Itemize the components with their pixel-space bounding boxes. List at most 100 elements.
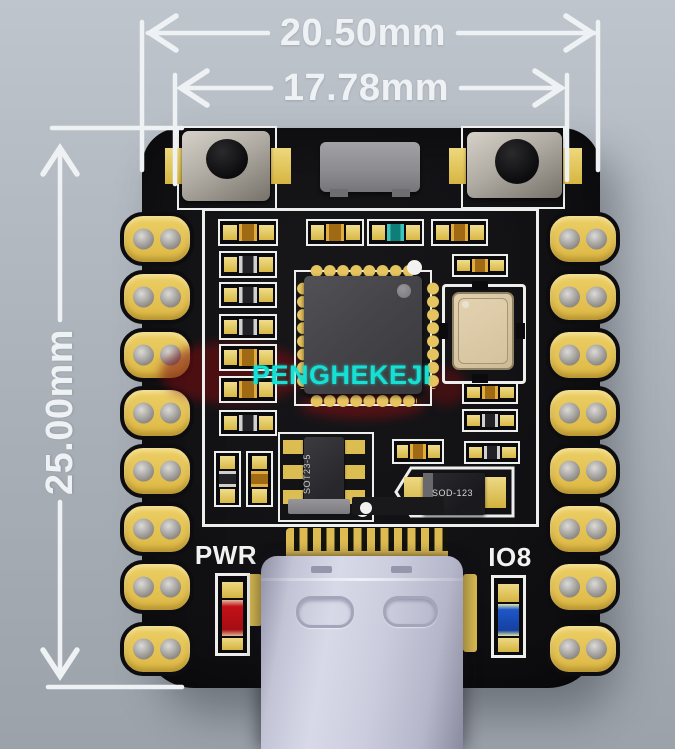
- sot-pad: [283, 440, 303, 454]
- crystal-notch: [516, 323, 525, 339]
- smd-resistor: [462, 409, 518, 432]
- chip-pin1-dimple: [397, 284, 411, 298]
- sot-pad: [345, 440, 365, 454]
- reset-button-cap: [495, 139, 539, 184]
- dimension-label-board-height: 25.00mm: [39, 328, 81, 496]
- smd-capacitor: [246, 451, 273, 507]
- castellated-pad-right: [546, 444, 620, 498]
- usb-side-pad: [463, 574, 477, 652]
- smd-resistor: [219, 314, 277, 340]
- pad-hole: [133, 344, 154, 366]
- pwr-label: PWR: [194, 540, 258, 570]
- usb-bevel: [261, 578, 463, 581]
- castellated-pad-left: [120, 270, 194, 324]
- smd-capacitor: [219, 376, 277, 403]
- sot-pad: [345, 465, 365, 479]
- smd-capacitor: [218, 219, 278, 246]
- top-module-component: [320, 142, 420, 192]
- smd-capacitor: [306, 219, 364, 246]
- chip-pins-top: [310, 264, 417, 278]
- sod-pad: [484, 477, 506, 508]
- pad-hole: [559, 228, 580, 250]
- dimension-label-outer-width: 20.50mm: [279, 12, 447, 54]
- pad-hole: [133, 518, 154, 540]
- boot-button-cap: [206, 139, 248, 179]
- castellated-pad-right: [546, 386, 620, 440]
- crystal-notch: [439, 323, 448, 339]
- smd-resistor: [219, 251, 277, 278]
- chip-pins-bottom: [310, 394, 417, 408]
- smd-resistor: [219, 282, 277, 308]
- pad-hole: [133, 576, 154, 598]
- castellated-pad-right: [546, 328, 620, 382]
- pad-hole: [586, 518, 607, 540]
- power-led-box: [215, 573, 250, 656]
- pad-hole: [160, 402, 181, 424]
- smd-capacitor: [462, 381, 518, 404]
- usb-receptacle-body: [352, 497, 444, 515]
- left-button-pad: [271, 148, 291, 184]
- smd-resistor: [214, 451, 241, 507]
- smd-resistor: [219, 410, 277, 436]
- crystal-lid: [458, 298, 508, 364]
- watermark: PENGHEKEJI: [252, 360, 432, 390]
- pad-hole: [160, 518, 181, 540]
- usb-indent: [296, 596, 354, 628]
- usb-indent: [383, 596, 438, 627]
- castellated-pad-left: [120, 502, 194, 556]
- usb-receptacle-shell: [288, 499, 350, 514]
- crystal-notch: [472, 281, 488, 290]
- sot-silkscreen: [278, 432, 374, 522]
- pad-hole: [133, 402, 154, 424]
- chip-pins-right: [426, 282, 440, 389]
- pad-hole: [559, 402, 580, 424]
- castellated-pad-left: [120, 386, 194, 440]
- pad-hole: [559, 576, 580, 598]
- sod-label: SOD-123: [432, 488, 474, 498]
- pad-hole: [160, 460, 181, 482]
- crystal-notch: [472, 374, 488, 383]
- right-button-pad: [449, 148, 466, 184]
- smd-resistor: [464, 441, 520, 464]
- pad-hole: [559, 286, 580, 308]
- regulator-sot23-5: [304, 437, 344, 511]
- castellated-pad-right: [546, 502, 620, 556]
- power-led: [222, 600, 243, 636]
- io8-led-box: [491, 575, 526, 658]
- usb-receptacle-pins: [286, 528, 448, 554]
- io8-label: IO8: [488, 542, 532, 572]
- pad-hole: [160, 576, 181, 598]
- castellated-pad-right: [546, 212, 620, 266]
- pad-hole: [586, 344, 607, 366]
- pad-hole: [586, 286, 607, 308]
- castellated-pad-left: [120, 560, 194, 614]
- sod-cathode-stripe: [423, 473, 433, 515]
- top-module-foot: [330, 189, 348, 197]
- pad-hole: [160, 638, 181, 660]
- smd-capacitor: [219, 344, 277, 371]
- pad-hole: [133, 638, 154, 660]
- pad-hole: [586, 402, 607, 424]
- pad-hole: [160, 286, 181, 308]
- smd-capacitor: [367, 219, 424, 246]
- usb-c-connector: [261, 556, 463, 749]
- pad-hole: [586, 638, 607, 660]
- pad-hole: [559, 518, 580, 540]
- castellated-pad-left: [120, 444, 194, 498]
- pad-hole: [133, 460, 154, 482]
- pad-hole: [133, 228, 154, 250]
- castellated-pad-left: [120, 622, 194, 676]
- pad-hole: [586, 460, 607, 482]
- silkscreen-dot: [360, 502, 372, 514]
- pad-hole: [559, 638, 580, 660]
- castellated-pad-right: [546, 560, 620, 614]
- silkscreen-outline: [202, 208, 539, 527]
- castellated-pad-right: [546, 270, 620, 324]
- dimension-label-pin-span: 17.78mm: [282, 67, 450, 109]
- pad-hole: [559, 460, 580, 482]
- pad-hole: [559, 344, 580, 366]
- pad-hole: [160, 228, 181, 250]
- silkscreen-dot: [407, 260, 422, 275]
- top-module-foot: [392, 189, 410, 197]
